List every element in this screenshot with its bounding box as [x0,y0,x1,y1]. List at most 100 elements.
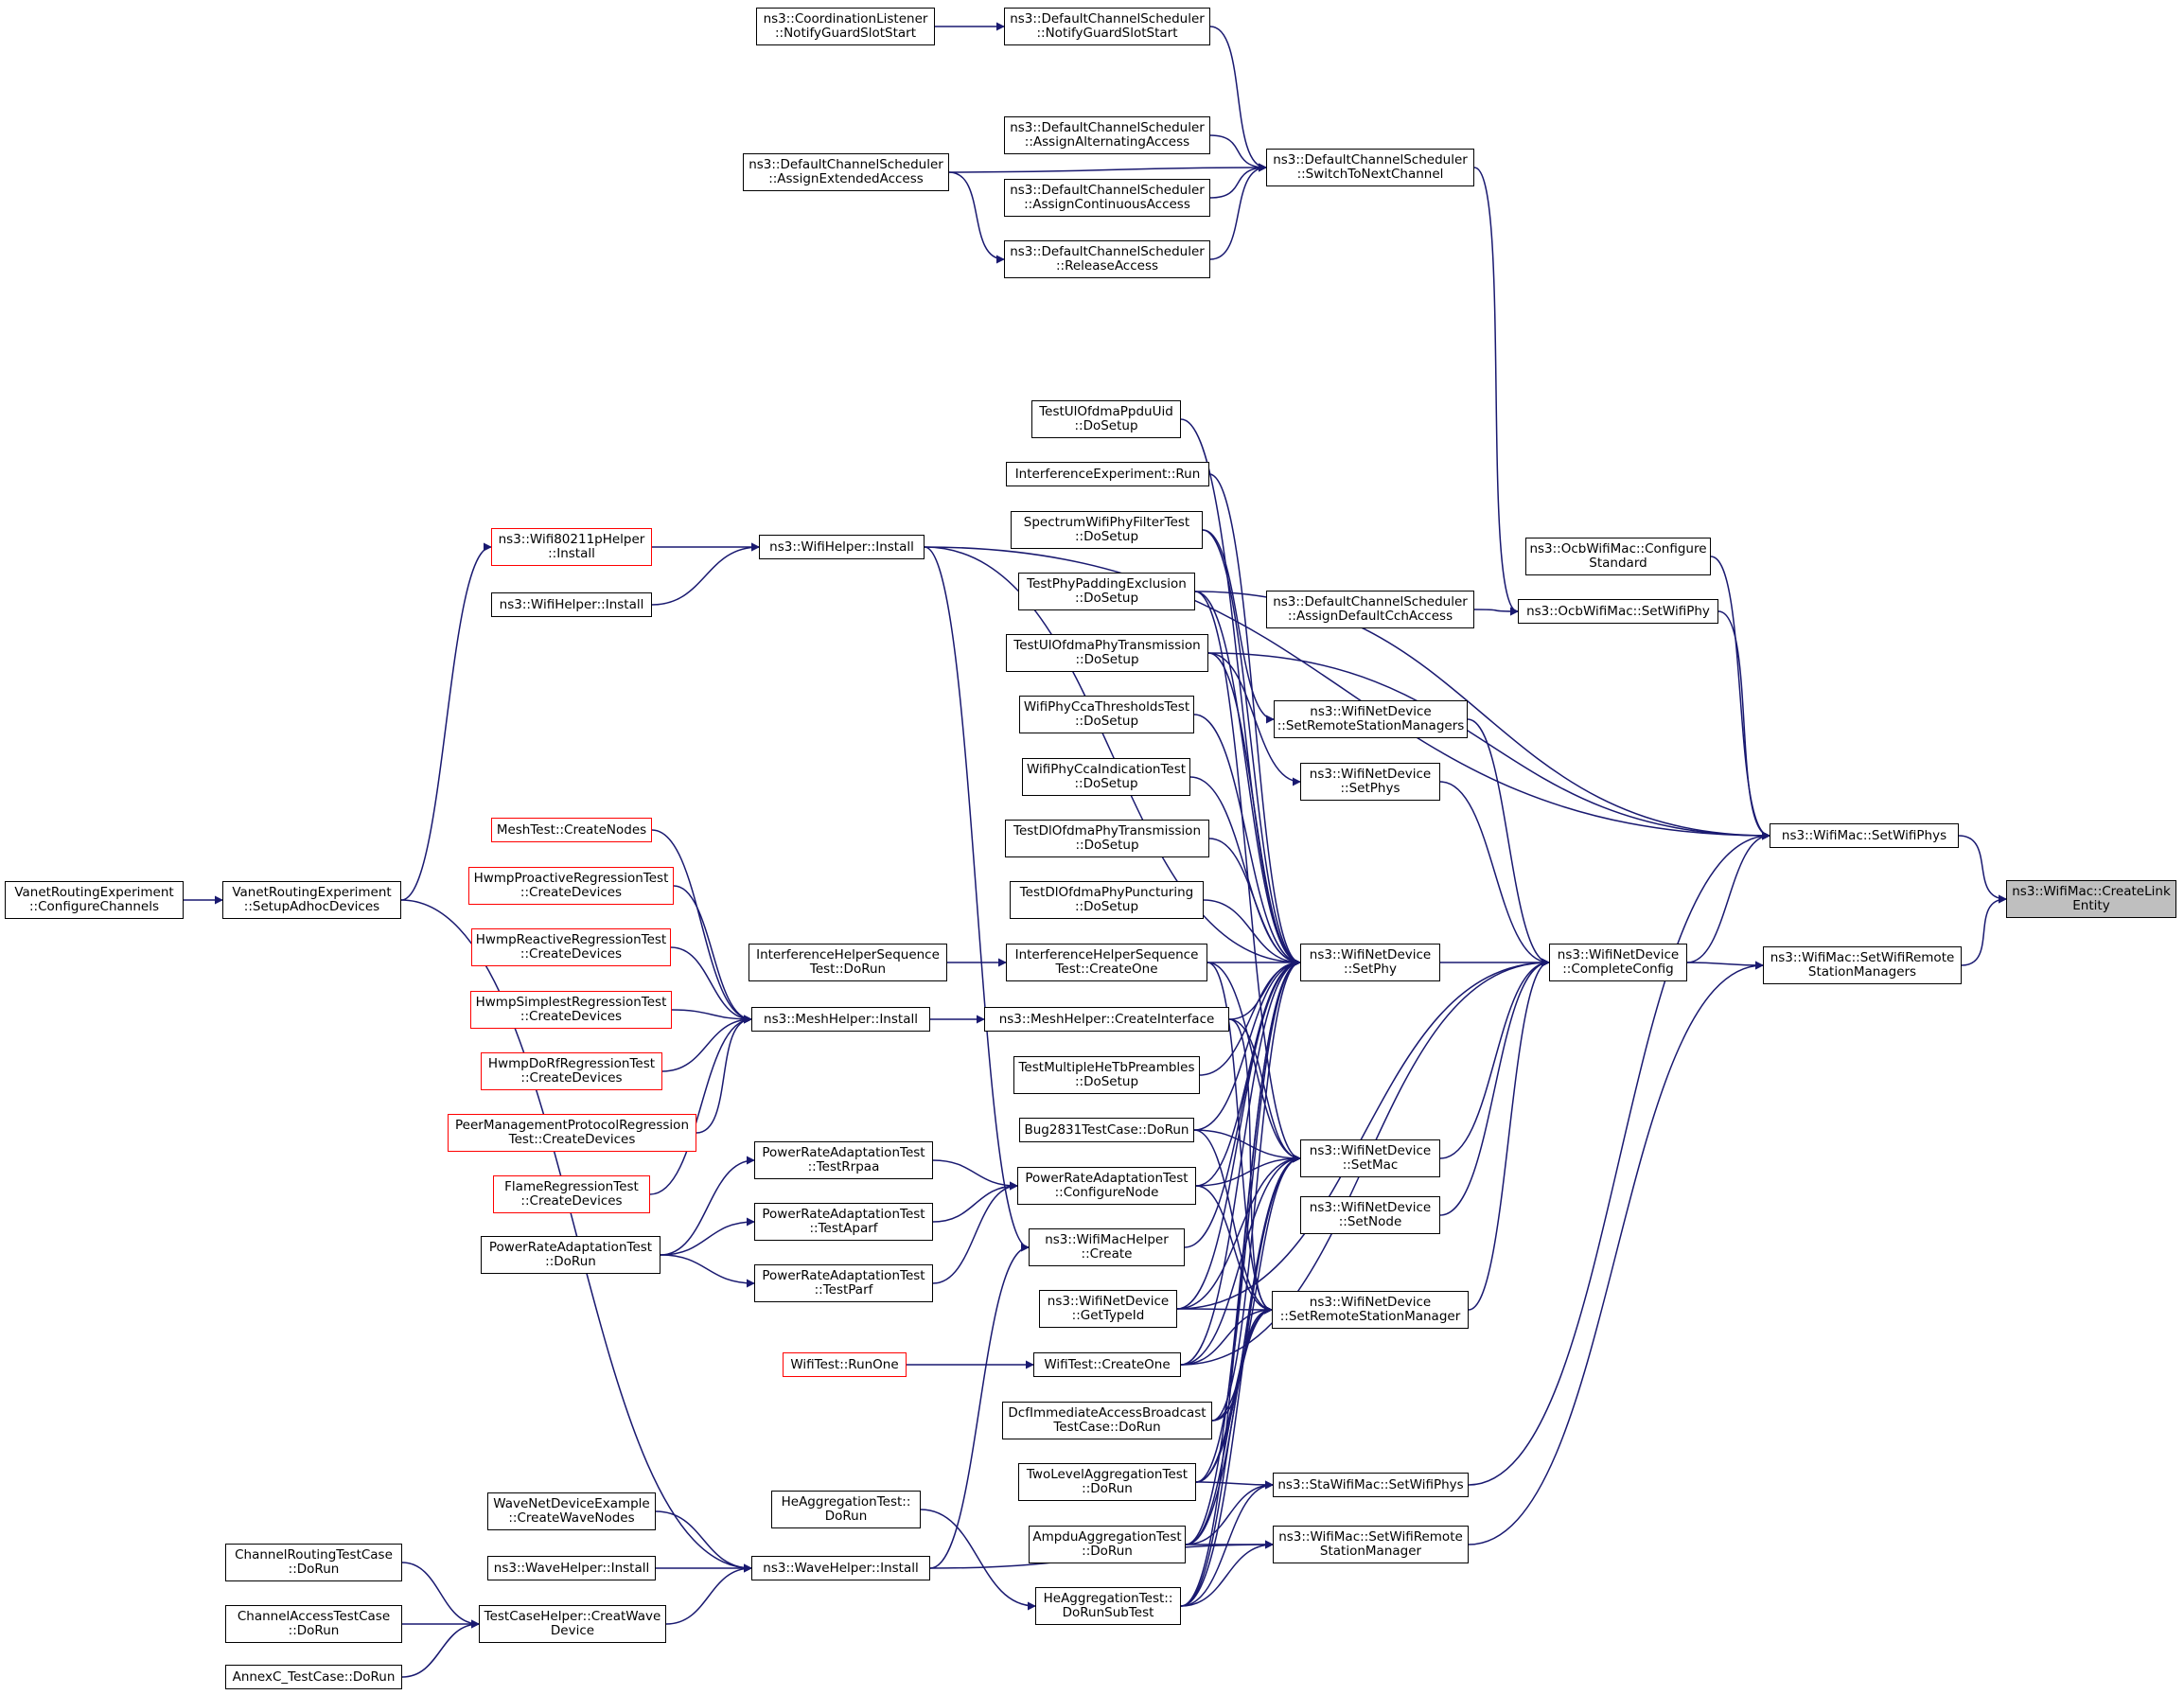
edge-pra-test-parf-to-pra-configure-node [932,1181,1018,1284]
node-label-line: ns3::MeshHelper::CreateInterface [998,1011,1215,1027]
node-wifi-test-create-one[interactable]: WifiTest::CreateOne [1033,1352,1181,1377]
node-test-phy-padding-exclusion[interactable]: TestPhyPaddingExclusion::DoSetup [1018,573,1195,610]
node-ampdu-aggregation[interactable]: AmpduAggregationTest::DoRun [1029,1526,1186,1563]
node-label-line: ns3::StaWifiMac::SetWifiPhys [1277,1476,1464,1492]
node-pra-test-parf[interactable]: PowerRateAdaptationTest::TestParf [754,1264,933,1302]
node-channel-routing-test[interactable]: ChannelRoutingTestCase::DoRun [225,1544,402,1581]
edge-pra-do-run-to-pra-test-aparf [660,1217,755,1256]
node-wave-net-device-example[interactable]: WaveNetDeviceExample::CreateWaveNodes [487,1492,656,1530]
node-dcs-notify-guard-slot-start[interactable]: ns3::DefaultChannelScheduler::NotifyGuar… [1004,8,1210,45]
edge-dcs-assign-alternating-access-to-dcs-switch-to-next-channel [1209,134,1267,172]
node-wnd-get-type-id[interactable]: ns3::WifiNetDevice::GetTypeId [1039,1290,1177,1328]
edge-pra-configure-node-to-set-phy [1195,958,1301,1187]
edge-wifi-helper-install-to-set-phy [924,546,1301,967]
node-label-line: ns3::DefaultChannelScheduler [1010,244,1205,259]
node-mesh-helper-install[interactable]: ns3::MeshHelper::Install [751,1007,930,1032]
edge-mesh-create-interface-to-set-remote-station-manager [1228,1018,1273,1315]
node-dcs-assign-alternating-access[interactable]: ns3::DefaultChannelScheduler::AssignAlte… [1004,116,1210,154]
edge-annexc-test-to-test-case-helper-creat-wave [401,1619,480,1678]
node-label-line: Test::DoRun [809,962,887,977]
node-mesh-create-interface[interactable]: ns3::MeshHelper::CreateInterface [984,1007,1229,1032]
node-wave-helper-install-2[interactable]: ns3::WaveHelper::Install [487,1556,656,1580]
node-wifi-phy-cca-indication-test[interactable]: WifiPhyCcaIndicationTest::DoSetup [1022,758,1190,796]
node-vanet-configure-channels[interactable]: VanetRoutingExperiment::ConfigureChannel… [5,881,184,919]
node-label-line: StationManager [1319,1544,1422,1559]
node-channel-access-test[interactable]: ChannelAccessTestCase::DoRun [225,1605,402,1643]
node-label-line: ns3::WifiNetDevice [1047,1294,1170,1309]
node-he-aggregation-do-run-sub-test[interactable]: HeAggregationTest::DoRunSubTest [1035,1587,1181,1625]
node-label-line: ns3::WifiMacHelper [1045,1232,1169,1247]
edge-two-level-aggregation-to-sta-set-wifi-phys [1195,1480,1274,1490]
node-wifi-mac-helper-create[interactable]: ns3::WifiMacHelper::Create [1029,1228,1185,1266]
edge-test-phy-padding-exclusion-to-set-mac [1194,591,1301,1163]
node-pra-configure-node[interactable]: PowerRateAdaptationTest::ConfigureNode [1017,1167,1196,1205]
node-mesh-test-create-nodes[interactable]: MeshTest::CreateNodes [491,818,652,842]
node-hwmp-proactive[interactable]: HwmpProactiveRegressionTest::CreateDevic… [468,867,674,905]
node-set-node[interactable]: ns3::WifiNetDevice::SetNode [1300,1196,1440,1234]
node-interference-experiment-run[interactable]: InterferenceExperiment::Run [1006,462,1209,486]
node-dcs-switch-to-next-channel[interactable]: ns3::DefaultChannelScheduler::SwitchToNe… [1266,149,1474,186]
edge-dcs-notify-guard-slot-start-to-dcs-switch-to-next-channel [1209,26,1267,172]
edge-wifi-helper-install-to-set-wifi-phys [924,546,1770,840]
node-set-mac[interactable]: ns3::WifiNetDevice::SetMac [1300,1139,1440,1177]
node-dcs-assign-default-cch-access[interactable]: ns3::DefaultChannelScheduler::AssignDefa… [1266,591,1474,628]
node-he-aggregation-do-run[interactable]: HeAggregationTest::DoRun [771,1491,921,1528]
node-set-phys[interactable]: ns3::WifiNetDevice::SetPhys [1300,763,1440,801]
node-label-line: Bug2831TestCase::DoRun [1024,1121,1189,1138]
edge-wave-helper-install-to-wifi-mac-helper-create [929,1243,1030,1569]
edge-set-wifi-phys-to-create-link-entity [1958,835,2007,904]
edge-wnd-get-type-id-to-set-remote-station-manager [1176,1305,1273,1315]
node-test-ul-ofdma-phy-transmission[interactable]: TestUlOfdmaPhyTransmission::DoSetup [1006,634,1208,672]
node-cl-notify-guard-slot-start[interactable]: ns3::CoordinationListener::NotifyGuardSl… [756,8,935,45]
node-pra-test-rrpaa[interactable]: PowerRateAdaptationTest::TestRrpaa [754,1141,933,1179]
node-dcs-assign-continuous-access[interactable]: ns3::DefaultChannelScheduler::AssignCont… [1004,179,1210,217]
edge-channel-routing-test-to-test-case-helper-creat-wave [401,1562,480,1629]
node-two-level-aggregation[interactable]: TwoLevelAggregationTest::DoRun [1018,1463,1196,1501]
node-set-remote-station-manager[interactable]: ns3::WifiNetDevice::SetRemoteStationMana… [1272,1291,1469,1329]
node-wifi-phy-cca-thresholds-test[interactable]: WifiPhyCcaThresholdsTest::DoSetup [1019,696,1194,733]
node-set-phy[interactable]: ns3::WifiNetDevice::SetPhy [1300,944,1440,981]
node-test-dl-ofdma-phy-transmission[interactable]: TestDlOfdmaPhyTransmission::DoSetup [1005,820,1209,857]
node-wave-helper-install[interactable]: ns3::WaveHelper::Install [751,1556,930,1580]
edge-mesh-test-create-nodes-to-mesh-helper-install [651,829,752,1024]
node-spectrum-wifi-phy-filter-test[interactable]: SpectrumWifiPhyFilterTest::DoSetup [1011,511,1203,549]
node-hwmp-do-rf[interactable]: HwmpDoRfRegressionTest::CreateDevices [481,1052,662,1090]
node-sta-set-wifi-phys[interactable]: ns3::StaWifiMac::SetWifiPhys [1273,1473,1469,1497]
node-dcs-assign-extended-access[interactable]: ns3::DefaultChannelScheduler::AssignExte… [743,153,949,191]
node-hwmp-reactive[interactable]: HwmpReactiveRegressionTest::CreateDevice… [471,928,671,966]
node-wifi-helper-install-2[interactable]: ns3::WifiHelper::Install [491,592,652,617]
node-pra-do-run[interactable]: PowerRateAdaptationTest::DoRun [481,1236,660,1274]
node-wifi80211p-install[interactable]: ns3::Wifi80211pHelper::Install [491,528,652,566]
node-set-remote-station-managers[interactable]: ns3::WifiNetDevice::SetRemoteStationMana… [1274,700,1468,738]
edge-he-aggregation-do-run-sub-test-to-mac-set-wifi-remote-station-manager [1180,1540,1274,1607]
node-label-line: ns3::WifiNetDevice [1309,767,1432,782]
node-annexc-test[interactable]: AnnexC_TestCase::DoRun [225,1665,402,1689]
node-ocb-set-wifi-phy[interactable]: ns3::OcbWifiMac::SetWifiPhy [1518,599,1718,624]
node-vanet-setup-adhoc-devices[interactable]: VanetRoutingExperiment::SetupAdhocDevice… [222,881,401,919]
node-label-line: FlameRegressionTest [504,1179,639,1194]
node-test-multiple-he-tb-preambles[interactable]: TestMultipleHeTbPreambles::DoSetup [1013,1056,1200,1094]
node-label-line: ::SetMac [1342,1157,1399,1173]
node-pra-test-aparf[interactable]: PowerRateAdaptationTest::TestAparf [754,1203,933,1241]
node-label-line: SpectrumWifiPhyFilterTest [1023,515,1190,530]
node-complete-config[interactable]: ns3::WifiNetDevice::CompleteConfig [1549,944,1687,981]
node-flame-regression[interactable]: FlameRegressionTest::CreateDevices [493,1175,650,1213]
node-hwmp-simplest[interactable]: HwmpSimplestRegressionTest::CreateDevice… [470,991,672,1029]
node-test-dl-ofdma-phy-puncturing[interactable]: TestDlOfdmaPhyPuncturing::DoSetup [1010,881,1204,919]
node-bug2831-do-run[interactable]: Bug2831TestCase::DoRun [1019,1118,1194,1142]
node-test-ul-ofdma-ppdu-uid[interactable]: TestUlOfdmaPpduUid::DoSetup [1031,400,1181,438]
node-wifi-test-run-one[interactable]: WifiTest::RunOne [783,1352,907,1377]
node-dcs-release-access[interactable]: ns3::DefaultChannelScheduler::ReleaseAcc… [1004,240,1210,278]
node-wifi-helper-install[interactable]: ns3::WifiHelper::Install [759,535,925,559]
node-set-wifi-phys[interactable]: ns3::WifiMac::SetWifiPhys [1770,823,1959,848]
node-label-line: PowerRateAdaptationTest [762,1207,925,1222]
